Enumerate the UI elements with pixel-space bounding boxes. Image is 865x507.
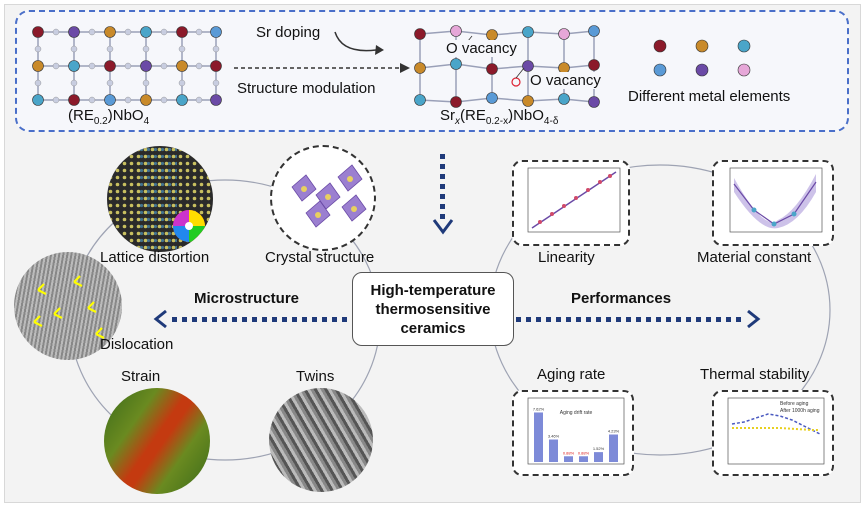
crystal-structure-label: Crystal structure: [265, 249, 375, 266]
dislocation-image: [14, 252, 122, 360]
microstructure-title: Microstructure: [194, 290, 300, 307]
aging-bar-label: 3.46%: [548, 434, 560, 439]
aging-chart-title: Aging drift rate: [560, 410, 593, 416]
performances-title: Performances: [571, 290, 672, 307]
strain-image: [104, 388, 210, 494]
twins-image: [269, 388, 373, 492]
aging-bar: [579, 456, 588, 462]
sr-doping-label: Sr doping: [256, 24, 321, 41]
lattice-distortion-label: Lattice distortion: [100, 249, 210, 266]
legend-label: Different metal elements: [628, 88, 791, 105]
center-line-3: ceramics: [400, 319, 466, 337]
aging-bar-label: 7.62%: [533, 406, 545, 411]
dislocation-label: Dislocation: [100, 336, 174, 353]
aging-bar-label: 0.88%: [563, 450, 575, 455]
aging-rate-label: Aging rate: [537, 366, 606, 383]
strain-label: Strain: [121, 368, 161, 385]
down-arrow-icon: [432, 154, 454, 235]
o-vacancy-label-2: O vacancy: [530, 72, 601, 89]
center-line-2: thermosensitive: [375, 300, 491, 318]
doped-formula: Srx(RE0.2-x)NbO4-δ: [440, 107, 559, 127]
twins-label: Twins: [296, 368, 335, 385]
aging-bar: [549, 439, 558, 462]
aging-bar: [609, 434, 618, 462]
pristine-lattice: [32, 26, 222, 106]
material-constant-label: Material constant: [697, 249, 812, 266]
center-line-1: High-temperature: [370, 281, 496, 299]
dashed-arrow-icon: [234, 63, 410, 73]
right-arrow-icon: [516, 309, 761, 329]
curved-arrow-icon: [334, 31, 384, 55]
lattice-distortion-image: [107, 146, 213, 252]
aging-rate-panel: Aging drift rate 7.62%3.46%0.88%0.88%1.5…: [512, 390, 634, 476]
crystal-structure-image: [270, 145, 376, 251]
aging-bar: [564, 456, 573, 462]
central-concept-box: High-temperature thermosensitive ceramic…: [352, 272, 514, 346]
linearity-panel: [512, 160, 630, 246]
metal-elements-legend: [653, 39, 751, 77]
aging-bar-label: 0.88%: [578, 450, 590, 455]
thermal-legend-before: Before aging: [780, 401, 809, 407]
thermal-stability-panel: Before aging After 1000h aging: [712, 390, 834, 476]
thermal-stability-label: Thermal stability: [700, 366, 810, 383]
structure-modulation-label: Structure modulation: [237, 80, 376, 97]
material-constant-panel: [712, 160, 834, 246]
aging-bar: [594, 452, 603, 462]
aging-bar: [534, 412, 543, 462]
doping-scheme-box: [15, 10, 849, 132]
thermal-legend-after: After 1000h aging: [780, 408, 820, 414]
aging-bar-label: 1.52%: [593, 446, 605, 451]
o-vacancy-label-1: O vacancy: [446, 40, 517, 57]
linearity-label: Linearity: [538, 249, 595, 266]
left-arrow-icon: [153, 309, 347, 329]
aging-bar-label: 4.23%: [608, 429, 620, 434]
pristine-formula: (RE0.2)NbO4: [68, 107, 150, 127]
